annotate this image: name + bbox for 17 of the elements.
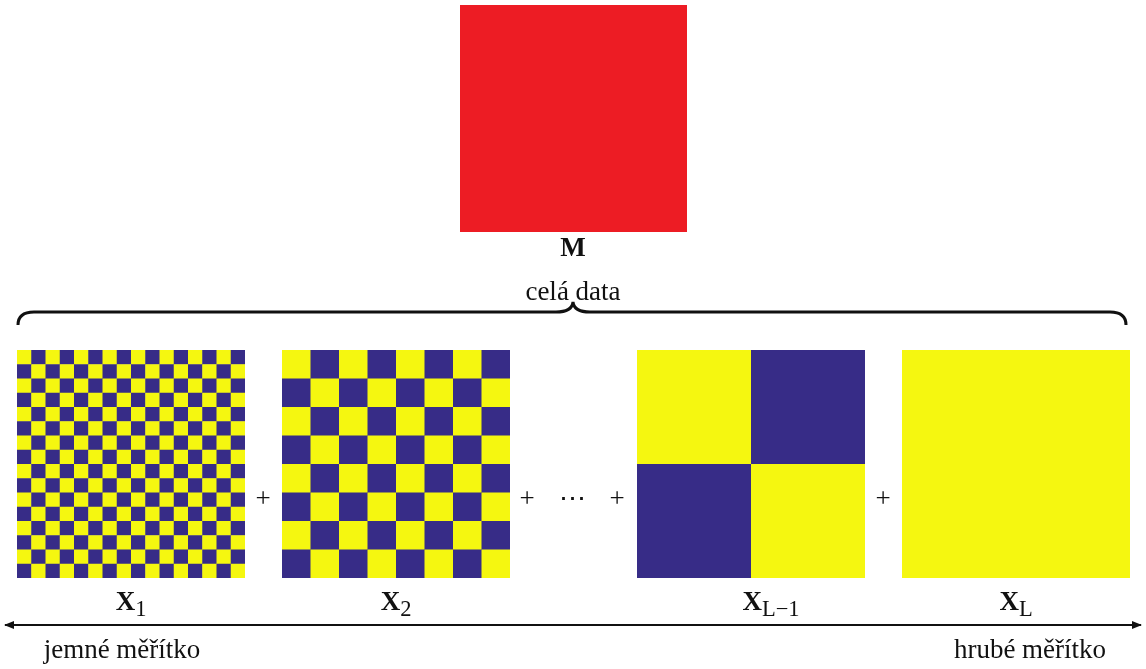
square-caption: X$_{2}$ — [380, 586, 412, 624]
scale-label: hrubé měřítko — [953, 634, 1107, 664]
checkerboard-square — [17, 350, 245, 578]
checkerboard-square — [637, 350, 865, 578]
square-caption: M — [560, 232, 586, 262]
square-caption: X$_{L−1}$ — [742, 586, 800, 624]
plus-sign: + — [875, 483, 891, 513]
square-caption: celá data — [525, 276, 621, 306]
scale-label: jemné měřítko — [43, 634, 201, 664]
plus-sign: + — [255, 483, 271, 513]
plus-sign: + — [519, 483, 535, 513]
ellipsis: ⋯ — [558, 483, 586, 513]
square-caption: X$_{L}$ — [999, 586, 1033, 624]
plus-sign: + — [609, 483, 625, 513]
checkerboard-square — [282, 350, 510, 578]
square-caption: X$_{1}$ — [115, 586, 147, 624]
square — [460, 5, 687, 232]
